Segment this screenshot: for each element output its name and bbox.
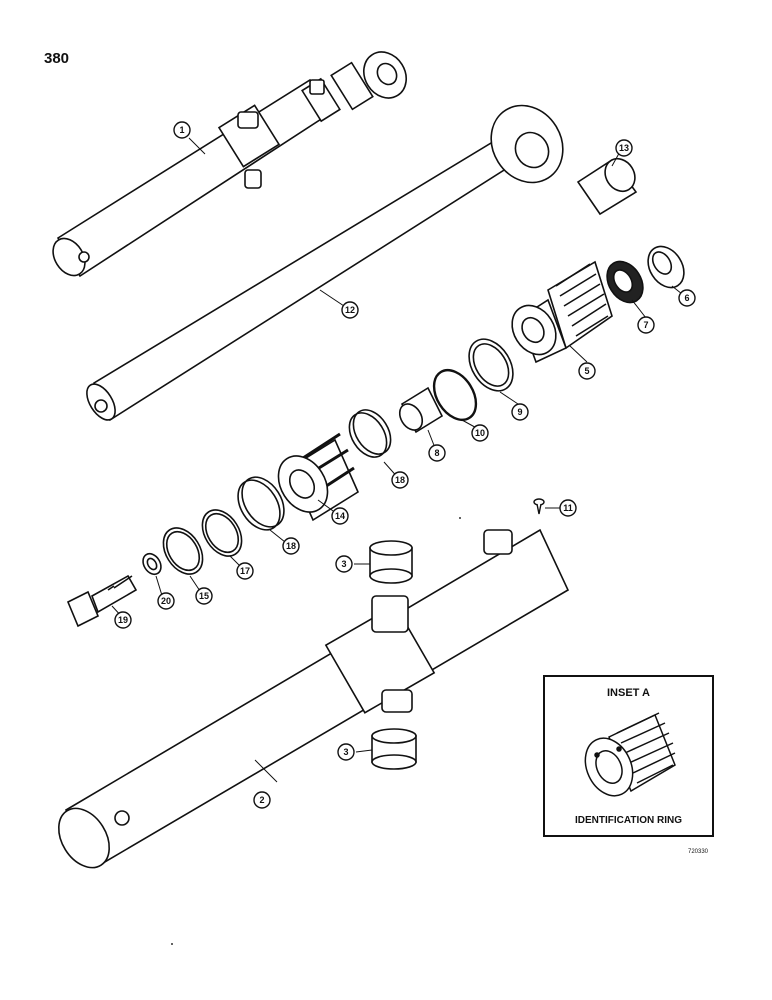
backup-ring-part bbox=[468, 338, 514, 392]
piston-seal-part bbox=[201, 509, 243, 557]
callout-19: 19 bbox=[114, 611, 132, 629]
rod-seal-part bbox=[606, 260, 644, 304]
scan-speck-mark bbox=[459, 517, 461, 519]
callout-9: 9 bbox=[511, 403, 529, 421]
callout-5: 5 bbox=[578, 362, 596, 380]
callout-18-upper: 18 bbox=[391, 471, 409, 489]
wear-ring-upper-part bbox=[348, 409, 392, 458]
split-ring-part bbox=[398, 386, 444, 434]
bushing-upper-part bbox=[369, 540, 413, 584]
callout-label: 14 bbox=[335, 511, 345, 521]
wear-ring-lower-part bbox=[237, 476, 285, 531]
callout-label: 7 bbox=[643, 320, 648, 330]
callout-label: 19 bbox=[118, 615, 128, 625]
piston-part bbox=[277, 432, 360, 522]
wiper-ring-part bbox=[647, 245, 685, 289]
cylinder-barrel-part bbox=[57, 528, 570, 869]
scan-speck-mark bbox=[171, 943, 173, 945]
page-number: 380 bbox=[44, 50, 70, 67]
callout-label: 8 bbox=[434, 448, 439, 458]
washer-part bbox=[142, 552, 162, 576]
callout-3-upper: 3 bbox=[335, 555, 353, 573]
piston-backup-ring-part bbox=[162, 527, 204, 575]
inset-title: INSET A bbox=[607, 687, 650, 699]
callout-label: 13 bbox=[619, 143, 629, 153]
callout-label: 18 bbox=[395, 475, 405, 485]
callout-label: 15 bbox=[199, 591, 209, 601]
callout-label: 18 bbox=[286, 541, 296, 551]
callout-label: 5 bbox=[584, 366, 589, 376]
callout-label: 6 bbox=[684, 293, 689, 303]
piston-rod-part bbox=[86, 104, 564, 422]
callout-12: 12 bbox=[341, 301, 359, 319]
bushing-part bbox=[576, 157, 638, 216]
callout-label: 9 bbox=[517, 407, 522, 417]
callout-14: 14 bbox=[331, 507, 349, 525]
callout-6: 6 bbox=[678, 289, 696, 307]
inset-caption: IDENTIFICATION RING bbox=[574, 815, 683, 826]
o-ring-part bbox=[432, 368, 478, 422]
bushing-lower-part bbox=[371, 728, 417, 770]
bolt-part bbox=[66, 574, 138, 628]
callout-8: 8 bbox=[428, 444, 446, 462]
callout-3-lower: 3 bbox=[337, 743, 355, 761]
callout-label: 3 bbox=[343, 747, 348, 757]
callout-label: 1 bbox=[179, 125, 184, 135]
callout-label: 17 bbox=[240, 566, 250, 576]
callout-label: 10 bbox=[475, 428, 485, 438]
callout-10: 10 bbox=[471, 424, 489, 442]
callout-label: 2 bbox=[259, 795, 264, 805]
grease-fitting-part bbox=[533, 498, 545, 515]
callout-15: 15 bbox=[195, 587, 213, 605]
callout-20: 20 bbox=[157, 592, 175, 610]
callout-13: 13 bbox=[615, 139, 633, 157]
assembled-cylinder-part bbox=[52, 51, 407, 278]
inset-a-panel: INSET A IDENTIFICATION RING bbox=[543, 675, 714, 837]
callout-18-lower: 18 bbox=[282, 537, 300, 555]
callout-2: 2 bbox=[253, 791, 271, 809]
callout-label: 11 bbox=[563, 503, 573, 513]
identification-ring-illustration bbox=[584, 712, 676, 797]
callout-11: 11 bbox=[559, 499, 577, 517]
callout-label: 20 bbox=[161, 596, 171, 606]
callout-label: 3 bbox=[341, 559, 346, 569]
callout-1: 1 bbox=[173, 121, 191, 139]
cylinder-head-part bbox=[511, 260, 613, 364]
callout-label: 12 bbox=[345, 305, 355, 315]
callout-7: 7 bbox=[637, 316, 655, 334]
drawing-reference-number: 720330 bbox=[688, 849, 709, 855]
callout-17: 17 bbox=[236, 562, 254, 580]
